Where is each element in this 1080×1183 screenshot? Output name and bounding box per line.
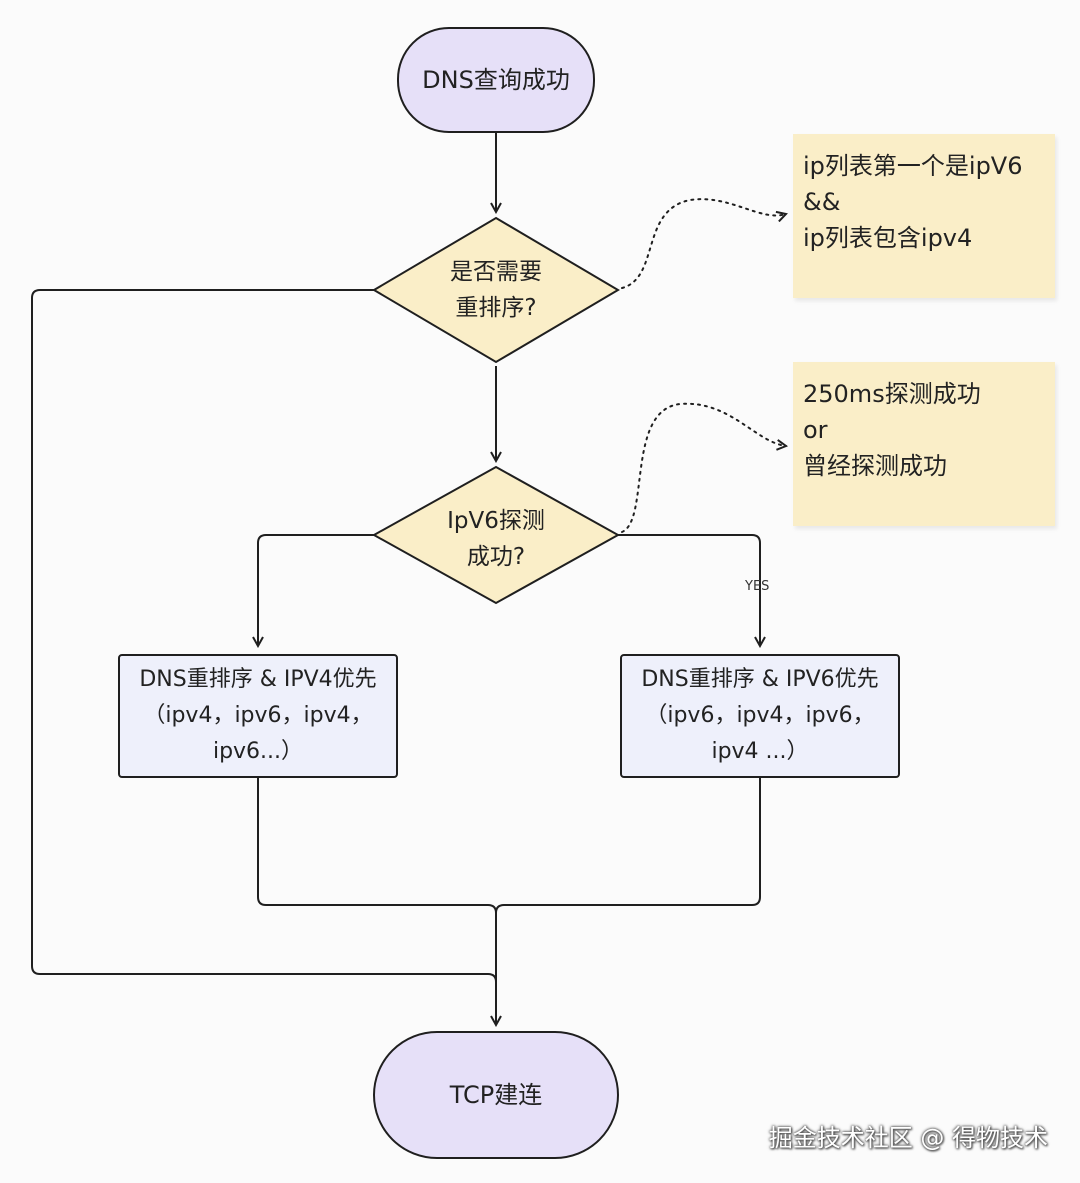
decision-reorder-shape — [372, 216, 620, 364]
edge-ipv6-yes-to-ipv6 — [618, 534, 760, 646]
note-ipv6-line-2: or — [803, 416, 828, 444]
decision-reorder-label: 是否需要 重排序? — [396, 254, 596, 326]
process-ipv4-line-1: DNS重排序 & IPV4优先 — [139, 667, 377, 692]
note-reorder-line-1: ip列表第一个是ipV6 — [803, 152, 1023, 180]
edge-reorder-no-bypass — [31, 289, 497, 983]
note-reorder-line-2: && — [803, 188, 841, 216]
decision-reorder-line-2: 重排序? — [455, 295, 537, 321]
process-ipv6-line-1: DNS重排序 & IPV6优先 — [641, 667, 879, 692]
note-reorder-condition: ip列表第一个是ipV6 && ip列表包含ipv4 — [793, 134, 1055, 298]
decision-ipv6-line-2: 成功? — [466, 544, 526, 570]
process-ipv4-first: DNS重排序 & IPV4优先 （ipv4，ipv6，ipv4， ipv6...… — [118, 654, 398, 778]
start-node: DNS查询成功 — [397, 27, 595, 133]
decision-reorder-line-1: 是否需要 — [450, 259, 542, 285]
decision-ipv6-shape — [371, 465, 621, 605]
note-ipv6-condition: 250ms探测成功 or 曾经探测成功 — [793, 362, 1055, 526]
process-ipv4-line-3: ipv6...） — [212, 739, 304, 764]
edge-label-yes: YES — [745, 579, 770, 594]
process-ipv6-first: DNS重排序 & IPV6优先 （ipv6，ipv4，ipv6， ipv4 ..… — [620, 654, 900, 778]
note-connector-reorder — [621, 198, 786, 289]
decision-ipv6-label: IpV6探测 成功? — [396, 503, 596, 575]
edge-ipv6proc-to-merge — [495, 778, 761, 914]
start-node-label: DNS查询成功 — [422, 66, 570, 94]
edge-ipv4-to-merge — [257, 778, 497, 914]
note-ipv6-line-3: 曾经探测成功 — [803, 452, 947, 480]
decision-ipv6-line-1: IpV6探测 — [447, 508, 545, 534]
process-ipv6-line-3: ipv4 ...） — [711, 739, 809, 764]
process-ipv6-line-2: （ipv6，ipv4，ipv6， — [645, 703, 875, 728]
note-ipv6-line-1: 250ms探测成功 — [803, 380, 981, 408]
watermark: 掘金技术社区 @ 得物技术 — [768, 1124, 1048, 1152]
note-reorder-line-3: ip列表包含ipv4 — [803, 224, 973, 252]
note-connector-ipv6 — [621, 402, 786, 533]
end-node-label: TCP建连 — [449, 1081, 543, 1109]
end-node: TCP建连 — [373, 1031, 619, 1159]
process-ipv4-line-2: （ipv4，ipv6，ipv4， — [143, 703, 373, 728]
edge-ipv6-no-to-ipv4 — [258, 534, 374, 646]
